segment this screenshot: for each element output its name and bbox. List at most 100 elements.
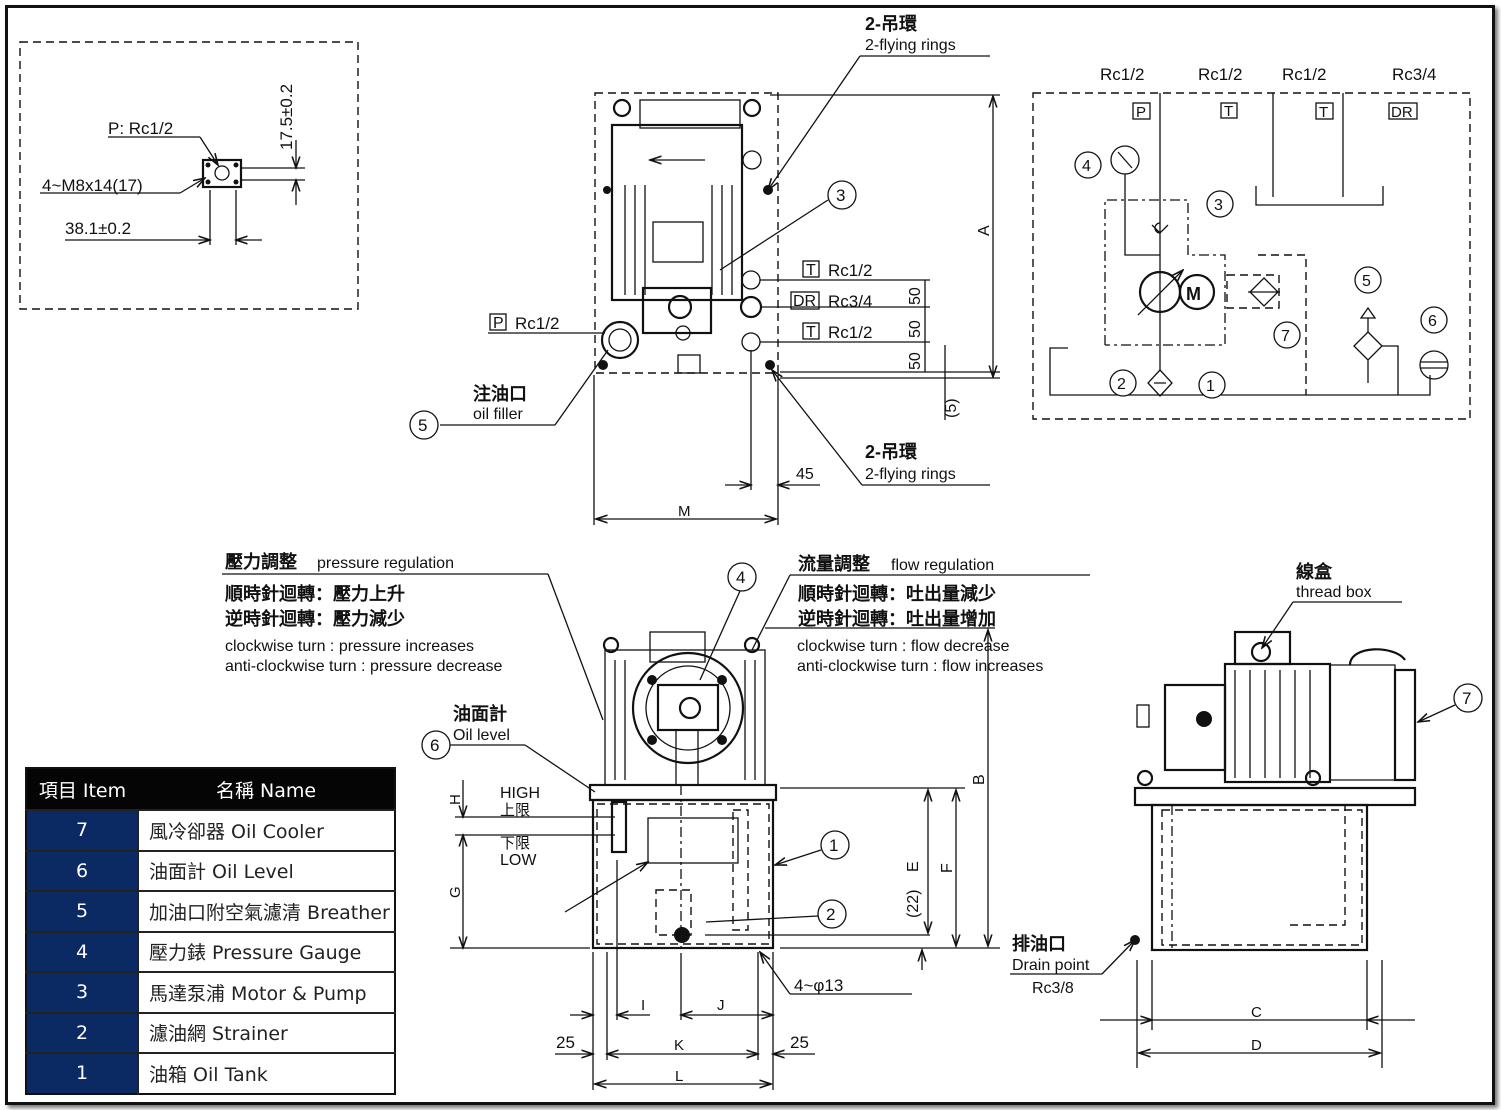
- dim-38-label: 38.1±0.2: [65, 219, 131, 238]
- balloon-7: 7: [1462, 689, 1471, 708]
- balloon-5: 5: [418, 416, 427, 435]
- side-top-plate: [1133, 786, 1417, 807]
- oil-filler-cap: [600, 320, 640, 360]
- header-name: 名稱 Name: [138, 768, 395, 810]
- pressure-cw-en: clockwise turn : pressure increases: [225, 638, 474, 655]
- dim-i: I: [641, 997, 645, 1014]
- item-name: 馬達泵浦 Motor & Pump: [138, 971, 395, 1013]
- pressure-title-en: pressure regulation: [317, 555, 454, 572]
- item-name: 風冷卻器 Oil Cooler: [138, 809, 395, 851]
- pressure-cw-zh: 順時針迴轉：壓力上升: [225, 583, 405, 604]
- thread-box-zh: 線盒: [1296, 561, 1333, 582]
- port-detail-box: P: Rc1/2 4~M8x14(17) 38.1±0.2 17.5±0.2: [19, 41, 359, 310]
- oil-tank: [591, 798, 775, 950]
- dim-22: (22): [905, 890, 922, 918]
- balloon-4: 4: [1082, 158, 1091, 175]
- flying-rings-en: 2-flying rings: [865, 466, 956, 483]
- dim-h: H: [447, 794, 464, 805]
- port-tag-dr: DR: [793, 293, 816, 310]
- balloon-2: 2: [1117, 376, 1126, 393]
- dim-a: A: [976, 225, 993, 236]
- item-number: 6: [26, 849, 139, 891]
- pressure-title-zh: 壓力調整: [225, 551, 297, 572]
- schematic-balloons: 1 2 3 4 5 6 7: [1074, 151, 1448, 399]
- motor-label: M: [1186, 284, 1201, 304]
- motor-symbol: [1178, 273, 1216, 311]
- item-name: 油面計 Oil Level: [138, 849, 395, 891]
- schematic-port-size: Rc1/2: [1100, 65, 1144, 84]
- balloon-4: 4: [736, 568, 745, 587]
- item-number: 2: [26, 1011, 139, 1053]
- balloon-1: 1: [829, 836, 838, 855]
- p-port-label: P: Rc1/2: [108, 119, 173, 138]
- oil-filler-zh: 注油口: [473, 383, 527, 404]
- flow-ccw-en: anti-clockwise turn : flow increases: [797, 658, 1043, 675]
- dim-g: G: [447, 886, 464, 898]
- tank-top-plate: [588, 783, 778, 802]
- oil-level-symbol: [1419, 350, 1449, 380]
- dim-c: C: [1251, 1004, 1262, 1021]
- high-zh-label: 上限: [500, 802, 530, 819]
- schematic-port-size: Rc1/2: [1198, 65, 1242, 84]
- schematic-port-size: Rc3/4: [1392, 65, 1436, 84]
- dim-j: J: [717, 997, 725, 1014]
- drain-en: Drain point: [1012, 957, 1090, 974]
- balloon-6: 6: [1428, 313, 1437, 330]
- port-size: Rc1/2: [828, 261, 872, 280]
- dim-25-left: 25: [556, 1033, 575, 1052]
- dim-17-5-label: 17.5±0.2: [277, 84, 296, 150]
- dim-5: (5): [943, 398, 960, 418]
- front-view: 壓力調整 pressure regulation 順時針迴轉：壓力上升 逆時針迴…: [222, 551, 1090, 1090]
- dim-25-right: 25: [790, 1033, 809, 1052]
- port-tag-t: T: [806, 324, 816, 341]
- side-tank: [1150, 803, 1369, 952]
- schematic-tag-t: T: [1319, 104, 1328, 121]
- table-header-row: 項目 Item 名稱 Name: [26, 768, 395, 810]
- item-number: 7: [26, 809, 139, 851]
- item-name: 油箱 Oil Tank: [138, 1052, 395, 1094]
- dim-d: D: [1251, 1037, 1262, 1054]
- balloon-7: 7: [1281, 328, 1290, 345]
- oil-level-gauge: [610, 800, 628, 854]
- balloon-6: 6: [430, 736, 439, 755]
- dim-50: 50: [907, 287, 924, 305]
- item-number: 3: [26, 971, 139, 1013]
- port-tag-t: T: [806, 262, 816, 279]
- drain-size: Rc3/8: [1032, 980, 1074, 997]
- dim-m: M: [678, 503, 691, 520]
- strainer-symbol: [1147, 369, 1173, 397]
- flow-cw-en: clockwise turn : flow decrease: [797, 638, 1010, 655]
- schematic-tag-t: T: [1224, 103, 1233, 120]
- balloon-2: 2: [826, 905, 835, 924]
- flow-ccw-zh: 逆時針迴轉：吐出量增加: [798, 608, 996, 629]
- oil-level-zh: 油面計: [453, 703, 507, 724]
- pressure-ccw-en: anti-clockwise turn : pressure decrease: [225, 658, 503, 675]
- drawing-frame: [5, 5, 1495, 1105]
- dim-k: K: [674, 1037, 684, 1054]
- oil-filler-en: oil filler: [473, 406, 523, 423]
- item-number: 1: [26, 1052, 139, 1094]
- dim-f: F: [939, 863, 956, 873]
- item-name: 加油口附空氣濾清 Breather: [138, 890, 395, 932]
- side-view: 線盒 thread box 排油口 Drain point Rc3/8 C D …: [1010, 561, 1483, 1068]
- pump-body: [641, 286, 713, 335]
- tank-outline: [594, 92, 779, 374]
- low-zh-label: 下限: [500, 835, 530, 852]
- bolt-spec-label: 4~M8x14(17): [42, 176, 143, 195]
- side-motor: [1223, 662, 1332, 784]
- oil-level-en: Oil level: [453, 727, 510, 744]
- port-size: Rc1/2: [515, 314, 559, 333]
- balloon-5: 5: [1362, 273, 1371, 290]
- oil-cooler: [1393, 668, 1417, 782]
- schematic-port-size: Rc1/2: [1282, 65, 1326, 84]
- item-name: 壓力錶 Pressure Gauge: [138, 930, 395, 972]
- low-label: LOW: [500, 852, 537, 869]
- hydraulic-schematic: Rc1/2 Rc1/2 Rc1/2 Rc3/4 P T T DR M 1 2 3…: [1032, 65, 1471, 420]
- header-item: 項目 Item: [26, 768, 138, 810]
